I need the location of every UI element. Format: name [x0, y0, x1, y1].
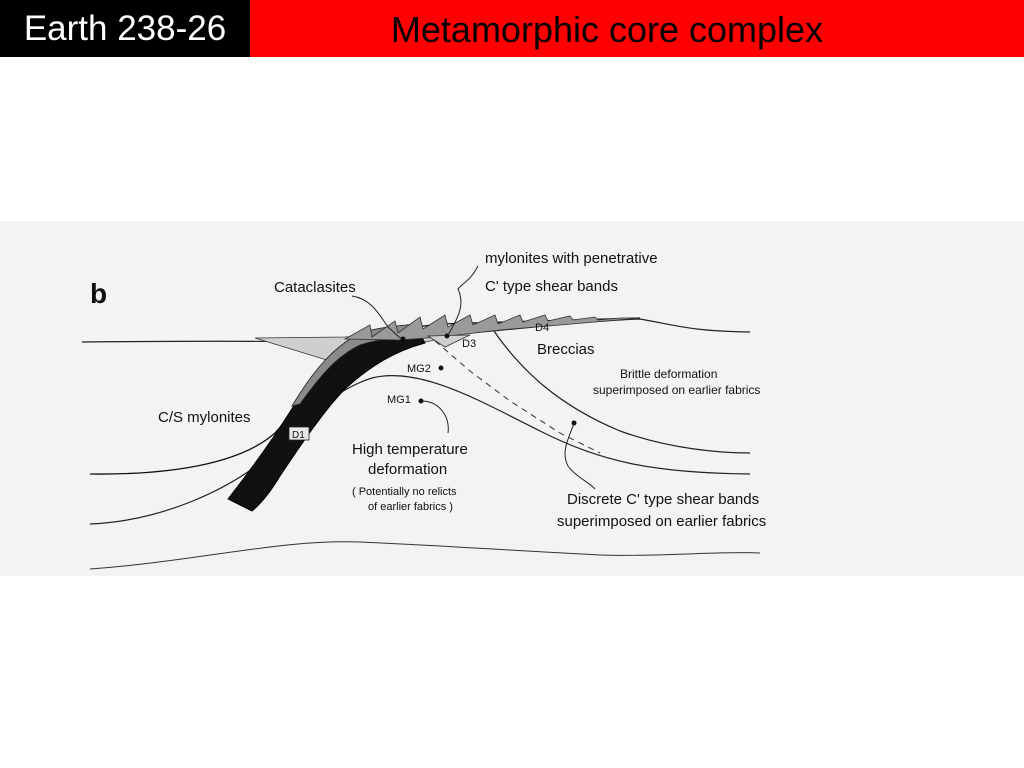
label-high-temp-line2: deformation [368, 461, 447, 478]
deep-basement-line [89, 541, 761, 570]
mg2-dot [438, 365, 444, 371]
mylonites-dot [444, 333, 450, 339]
marker-mg2: MG2 [407, 363, 431, 375]
panel-letter: b [90, 278, 107, 309]
stage-tag-d2: D2 [334, 363, 348, 375]
slide-title: Metamorphic core complex [390, 9, 824, 50]
shear-band-teeth [343, 314, 641, 341]
label-discrete-line1: Discrete C' type shear bands [567, 491, 759, 508]
cataclasites-leader [351, 295, 403, 340]
label-breccias: Breccias [537, 341, 595, 358]
label-discrete-line2: superimposed on earlier fabrics [557, 513, 766, 530]
cataclasites-dot [400, 336, 406, 342]
label-high-temp-line1: High temperature [352, 441, 468, 458]
mg1-horizon-line [89, 374, 751, 525]
label-cataclasites: Cataclasites [274, 279, 356, 296]
discrete-shear-leader [564, 422, 596, 490]
core-complex-diagram: b D1 D2 D3 D4 MG2 MG1 Cataclasites mylon… [0, 221, 1024, 576]
high-temp-leader [420, 400, 449, 434]
label-brittle-line2: superimposed on earlier fabrics [593, 383, 760, 397]
label-relicts-line1: ( Potentially no relicts [352, 486, 457, 498]
marker-mg1: MG1 [387, 394, 411, 406]
mylonites-leader [447, 265, 479, 336]
breccia-fault-line [489, 324, 751, 454]
course-label: Earth 238-26 [0, 0, 250, 57]
label-mylonites-line2: C' type shear bands [485, 278, 618, 295]
label-cs-mylonites: C/S mylonites [158, 409, 251, 426]
stage-tag-d3: D3 [462, 338, 476, 350]
shear-band-dashed-line [434, 340, 601, 454]
label-relicts-line2: of earlier fabrics ) [368, 501, 453, 513]
slide-header: Earth 238-26 Metamorphic core complex [0, 0, 1024, 57]
diagram-canvas: b D1 D2 D3 D4 MG2 MG1 Cataclasites mylon… [81, 250, 766, 570]
stage-tag-d1: D1 [288, 426, 310, 441]
title-bar: Metamorphic core complex [250, 0, 1024, 57]
label-brittle-line1: Brittle deformation [620, 367, 717, 381]
svg-text:D1: D1 [292, 430, 305, 441]
stage-tag-d4: D4 [535, 322, 549, 334]
label-mylonites-line1: mylonites with penetrative [485, 250, 658, 267]
